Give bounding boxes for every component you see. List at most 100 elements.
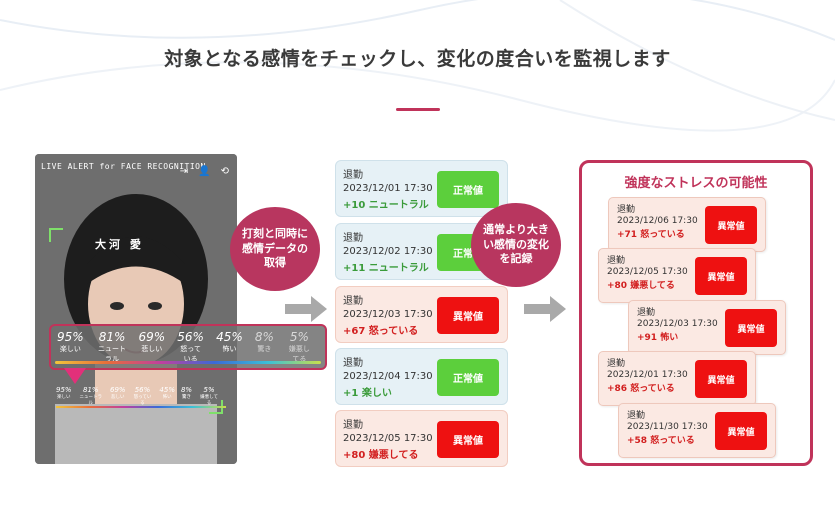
user-name: 大河 愛 <box>95 238 144 251</box>
record-type: 退勤 <box>607 256 626 266</box>
record-score: +11 ニュートラル <box>343 263 429 274</box>
app-header: LIVE ALERT for FACE RECOGNITION <box>41 162 206 171</box>
emotion-item: 81%ニュートラル <box>96 330 129 364</box>
capture-bubble: 打刻と同時に感情データの取得 <box>230 207 320 291</box>
title-divider <box>396 108 440 111</box>
emotion-value: 45% <box>159 386 175 394</box>
status-badge: 異常値 <box>695 257 747 295</box>
emotion-item-mini: 95%楽しい <box>56 386 72 406</box>
emotion-value: 56% <box>134 386 151 394</box>
status-badge: 異常値 <box>715 412 767 450</box>
face-photo <box>35 154 237 464</box>
record-type: 退勤 <box>637 308 656 318</box>
emotion-value: 69% <box>110 386 126 394</box>
emotion-item-mini: 81%ニュートラル <box>78 386 104 406</box>
status-badge: 異常値 <box>705 206 757 244</box>
status-badge: 異常値 <box>437 421 499 458</box>
emotion-item: 56%怒っている <box>177 330 204 364</box>
record-score: +67 怒っている <box>343 326 419 337</box>
record-score: +1 楽しい <box>343 388 392 399</box>
page-title: 対象となる感情をチェックし、変化の度合いを監視します <box>164 48 671 70</box>
emotion-value: 5% <box>289 330 309 344</box>
logout-icon[interactable]: ⇥ <box>179 166 189 177</box>
emotion-value: 81% <box>98 330 126 344</box>
record-datetime: 2023/12/05 17:30 <box>607 267 688 277</box>
record-datetime: 2023/11/30 17:30 <box>627 422 708 432</box>
record-type: 退勤 <box>627 411 646 421</box>
record-datetime: 2023/12/01 17:30 <box>343 183 433 194</box>
record-type: 退勤 <box>343 233 363 244</box>
record-datetime: 2023/12/04 17:30 <box>343 371 433 382</box>
record-score: +80 嫌悪してる <box>343 450 419 461</box>
record-score: +91 怖い <box>637 333 679 343</box>
status-badge: 異常値 <box>437 297 499 334</box>
emotion-label: 嫌悪してる <box>200 395 218 406</box>
app-toolbar: ⇥ 👤 ⟲ <box>180 166 229 177</box>
emotion-score-mini: 95%楽しい 81%ニュートラル 69%悲しい 56%怒っている 45%怖い 8%驚き 5%… <box>56 386 226 414</box>
status-badge: 異常値 <box>725 309 777 347</box>
record-type: 退勤 <box>343 296 363 307</box>
record-datetime: 2023/12/01 17:30 <box>607 370 688 380</box>
emotion-label: 悲しい <box>111 395 125 400</box>
record-score: +86 怒っている <box>607 384 675 394</box>
emotion-value: 69% <box>138 330 166 344</box>
status-badge: 異常値 <box>695 360 747 398</box>
add-user-icon[interactable]: 👤 <box>198 166 211 177</box>
record-datetime: 2023/12/03 17:30 <box>343 309 433 320</box>
attendance-record: 退勤 2023/12/03 17:30 +67 怒っている 異常値 <box>335 286 508 343</box>
emotion-item-mini: 5%嫌悪してる <box>198 386 220 406</box>
record-datetime: 2023/12/02 17:30 <box>343 246 433 257</box>
refresh-icon[interactable]: ⟲ <box>220 166 229 177</box>
emotion-item: 95%楽しい <box>57 330 84 364</box>
emotion-value: 5% <box>203 386 215 394</box>
emotion-item-mini: 69%悲しい <box>110 386 126 406</box>
capture-bubble-text: 打刻と同時に感情データの取得 <box>242 226 308 270</box>
emotion-label: 怖い <box>162 395 172 400</box>
emotion-value: 8% <box>254 330 274 344</box>
record-score: +80 嫌悪してる <box>607 281 675 291</box>
emotion-item-mini: 56%怒っている <box>132 386 154 406</box>
phone-screen: LIVE ALERT for FACE RECOGNITION ⇥ 👤 ⟲ 大河… <box>35 154 237 464</box>
emotion-label: 嫌悪してる <box>288 345 310 363</box>
record-bubble: 通常より大きい感情の変化を記録 <box>471 203 561 287</box>
emotion-value: 56% <box>177 330 204 344</box>
emotion-label: 悲しい <box>141 345 163 353</box>
emotion-label: 怒っている <box>180 345 201 363</box>
emotion-score-bar: 95%楽しい 81%ニュートラル 69%悲しい 56%怒っている 45%怖い 8%驚き 5%… <box>49 324 327 370</box>
emotion-value: 81% <box>83 386 99 394</box>
emotion-label: ニュートラル <box>79 395 103 406</box>
pointer-triangle <box>64 368 86 384</box>
stress-panel-title: 強度なストレスの可能性 <box>624 176 768 191</box>
emotion-label: 楽しい <box>59 345 81 353</box>
emotion-value: 95% <box>57 330 84 344</box>
record-bubble-text: 通常より大きい感情の変化を記録 <box>483 222 549 266</box>
emotion-value: 8% <box>180 386 193 394</box>
emotion-item-mini: 8%驚き <box>181 386 192 406</box>
emotion-item: 45%怖い <box>216 330 243 364</box>
status-badge: 正常値 <box>437 171 499 208</box>
emotion-item-mini: 45%怖い <box>159 386 175 406</box>
app-name: LIVE ALERT for FACE RECOGNITION <box>41 162 206 171</box>
record-score: +58 怒っている <box>627 436 695 446</box>
record-type: 退勤 <box>343 170 363 181</box>
background-wave <box>0 0 835 132</box>
emotion-label: 驚き <box>257 345 272 353</box>
emotion-gradient-mini <box>56 406 226 408</box>
record-type: 退勤 <box>343 358 363 369</box>
frame-corner-tl <box>49 228 63 242</box>
arrow-right-icon <box>285 296 327 322</box>
emotion-gradient <box>55 361 321 364</box>
emotion-value: 45% <box>216 330 243 344</box>
attendance-record: 退勤 2023/12/01 17:30 +10 ニュートラル正常値 <box>335 160 508 217</box>
emotion-item: 69%悲しい <box>138 330 165 364</box>
record-score: +10 ニュートラル <box>343 200 429 211</box>
emotion-label: 楽しい <box>57 395 71 400</box>
emotion-label: 驚き <box>182 395 192 400</box>
